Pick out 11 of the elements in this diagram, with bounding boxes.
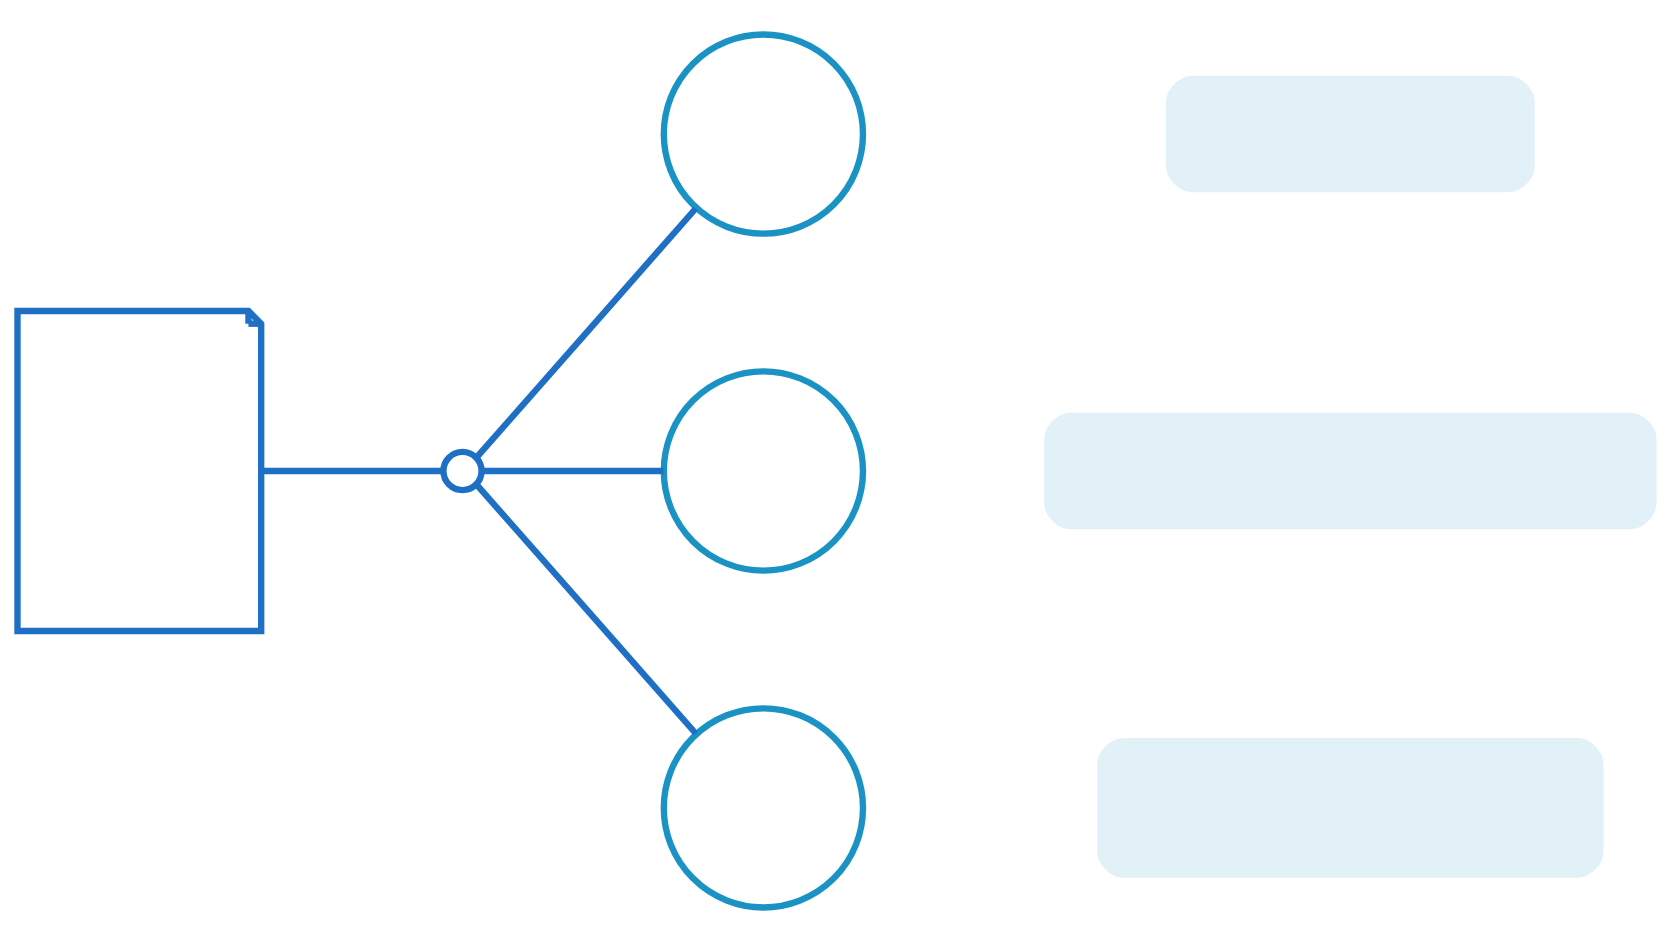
connector [481,467,664,474]
node-box [1043,412,1657,529]
node-circle [660,704,866,911]
node-circle [439,448,485,493]
connector [473,205,698,459]
node-circle [660,367,866,574]
node-box [1096,737,1604,878]
node-box [1165,75,1535,192]
node-circle [660,30,866,237]
connector [261,467,443,474]
connector [473,482,698,736]
